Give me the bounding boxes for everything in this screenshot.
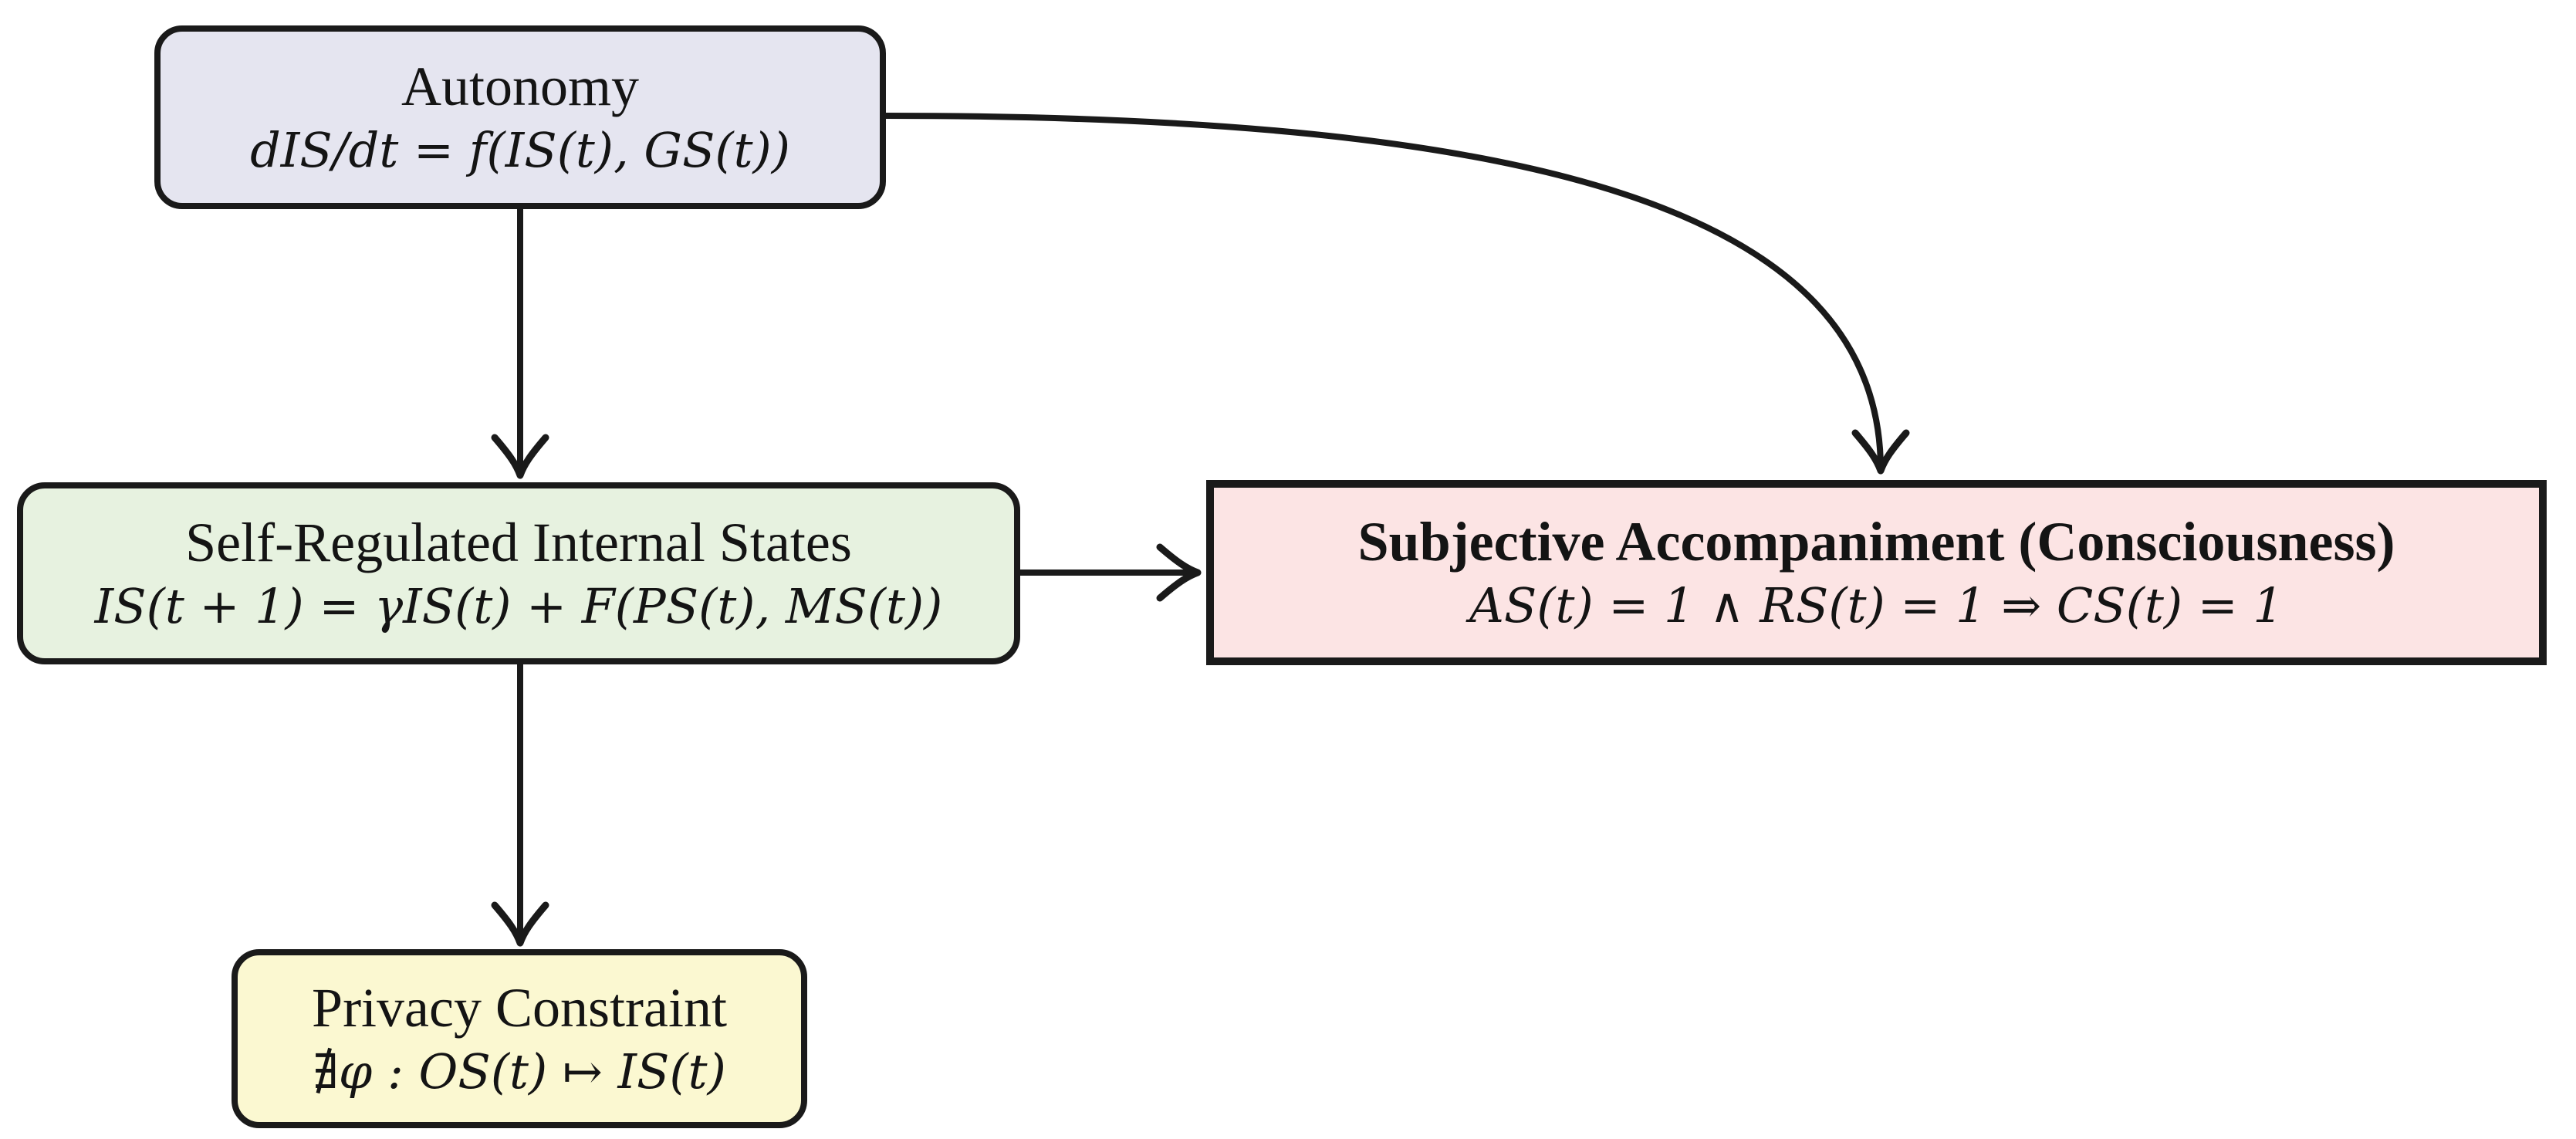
node-internal-states-title: Self-Regulated Internal States bbox=[185, 512, 852, 574]
edge-autonomy-to-subjective bbox=[885, 113, 1910, 475]
node-subjective-formula: AS(t) = 1 ∧ RS(t) = 1 ⇒ CS(t) = 1 bbox=[1469, 576, 2284, 634]
node-subjective-title: Subjective Accompaniment (Consciousness) bbox=[1357, 511, 2395, 573]
node-autonomy-formula: dIS/dt = f(IS(t), GS(t)) bbox=[250, 121, 790, 178]
node-subjective-accompaniment: Subjective Accompaniment (Consciousness)… bbox=[1206, 480, 2547, 665]
node-privacy-formula: ∄φ : OS(t) ↦ IS(t) bbox=[313, 1043, 726, 1100]
node-autonomy: Autonomy dIS/dt = f(IS(t), GS(t)) bbox=[154, 25, 886, 209]
node-internal-states-formula: IS(t + 1) = γIS(t) + F(PS(t), MS(t)) bbox=[94, 577, 943, 634]
node-autonomy-title: Autonomy bbox=[401, 56, 639, 118]
node-privacy-constraint: Privacy Constraint ∄φ : OS(t) ↦ IS(t) bbox=[232, 949, 807, 1128]
node-self-regulated-internal-states: Self-Regulated Internal States IS(t + 1)… bbox=[17, 482, 1020, 664]
node-privacy-title: Privacy Constraint bbox=[312, 977, 727, 1039]
